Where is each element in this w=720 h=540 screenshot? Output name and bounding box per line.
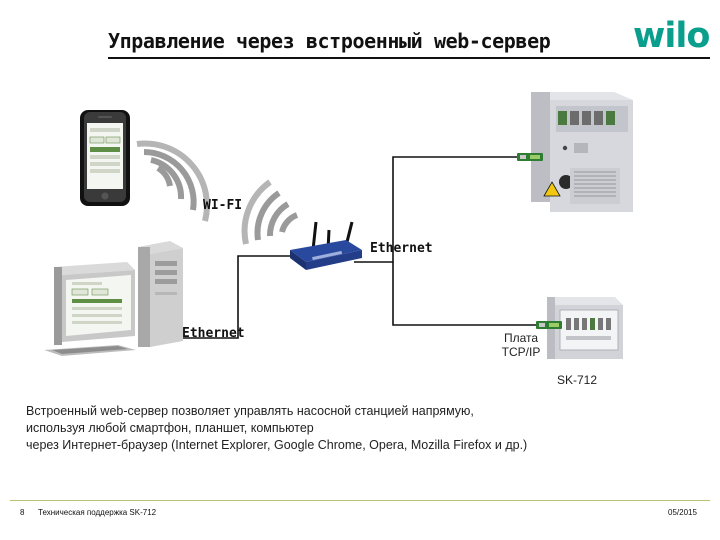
router-to-cabinet-line	[354, 156, 520, 263]
description-line-1: Встроенный web-сервер позволяет управлят…	[26, 404, 474, 418]
wilo-logo: wilo	[633, 16, 710, 56]
router-to-panel-line	[392, 262, 540, 326]
wifi-waves-icon	[136, 140, 210, 222]
board-label-line1: Плата	[503, 331, 539, 345]
tcpip-board-icon	[536, 321, 562, 329]
router-wifi-waves-icon	[241, 179, 299, 245]
description-text: Встроенный web-сервер позволяет управлят…	[26, 403, 527, 454]
desktop-pc-icon	[44, 241, 183, 356]
pc-ethernet-label: Ethernet	[182, 326, 245, 341]
footer-date: 05/2015	[668, 508, 697, 517]
router-to-pc-line	[182, 255, 292, 339]
footer-divider	[10, 500, 710, 501]
smartphone-icon	[80, 110, 130, 206]
model-label: SK-712	[557, 373, 598, 387]
page-title: Управление через встроенный web-сервер	[108, 29, 551, 53]
title-divider	[108, 57, 710, 59]
footer-document-title: Техническая поддержка SK-712	[38, 508, 157, 517]
connection-lines	[182, 156, 540, 339]
wifi-label: WI-FI	[203, 198, 243, 213]
cabinet-tcpip-board-icon	[517, 153, 543, 161]
footer-page-number: 8	[20, 508, 25, 517]
router-ethernet-label: Ethernet	[370, 241, 433, 256]
router-icon	[290, 221, 362, 270]
control-panel-icon	[547, 297, 623, 359]
board-label-line2: TCP/IP	[501, 345, 541, 359]
tcpip-board-label: Плата TCP/IP	[496, 331, 546, 359]
description-line-3: через Интернет-браузер (Internet Explore…	[26, 438, 528, 452]
control-cabinet-icon	[531, 92, 633, 212]
description-line-2: используя любой смартфон, планшет, компь…	[26, 421, 314, 435]
